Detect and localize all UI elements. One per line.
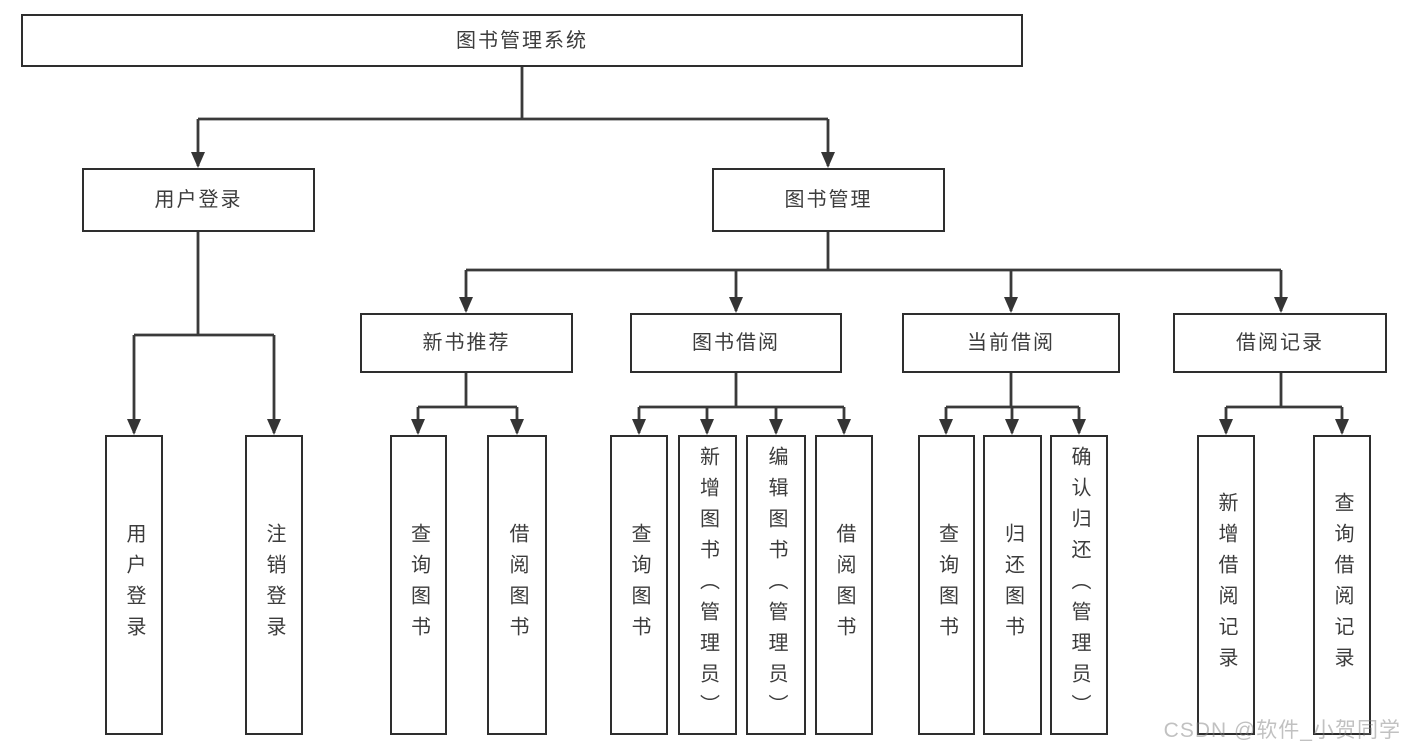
leaf-edit-books-admin: 编辑图书（管理员） bbox=[746, 435, 806, 735]
node-book-management: 图书管理 bbox=[712, 168, 945, 232]
leaf-query-books-current: 查询图书 bbox=[918, 435, 975, 735]
node-user-login: 用户登录 bbox=[82, 168, 315, 232]
node-borrowing-records: 借阅记录 bbox=[1173, 313, 1387, 373]
leaf-add-books-admin: 新增图书（管理员） bbox=[678, 435, 737, 735]
leaf-borrow-books: 借阅图书 bbox=[815, 435, 873, 735]
node-root: 图书管理系统 bbox=[21, 14, 1023, 67]
leaf-query-books-recommend: 查询图书 bbox=[390, 435, 447, 735]
leaf-query-books-borrowing: 查询图书 bbox=[610, 435, 668, 735]
leaf-confirm-return-admin: 确认归还（管理员） bbox=[1050, 435, 1108, 735]
node-new-book-recommend: 新书推荐 bbox=[360, 313, 573, 373]
leaf-query-borrow-record: 查询借阅记录 bbox=[1313, 435, 1371, 735]
leaf-return-books: 归还图书 bbox=[983, 435, 1042, 735]
leaf-borrow-books-recommend: 借阅图书 bbox=[487, 435, 547, 735]
node-current-borrowing: 当前借阅 bbox=[902, 313, 1120, 373]
node-book-borrowing: 图书借阅 bbox=[630, 313, 842, 373]
watermark: CSDN @软件_小贺同学 bbox=[1163, 719, 1401, 742]
leaf-logout: 注销登录 bbox=[245, 435, 303, 735]
leaf-user-login: 用户登录 bbox=[105, 435, 163, 735]
leaf-add-borrow-record: 新增借阅记录 bbox=[1197, 435, 1255, 735]
